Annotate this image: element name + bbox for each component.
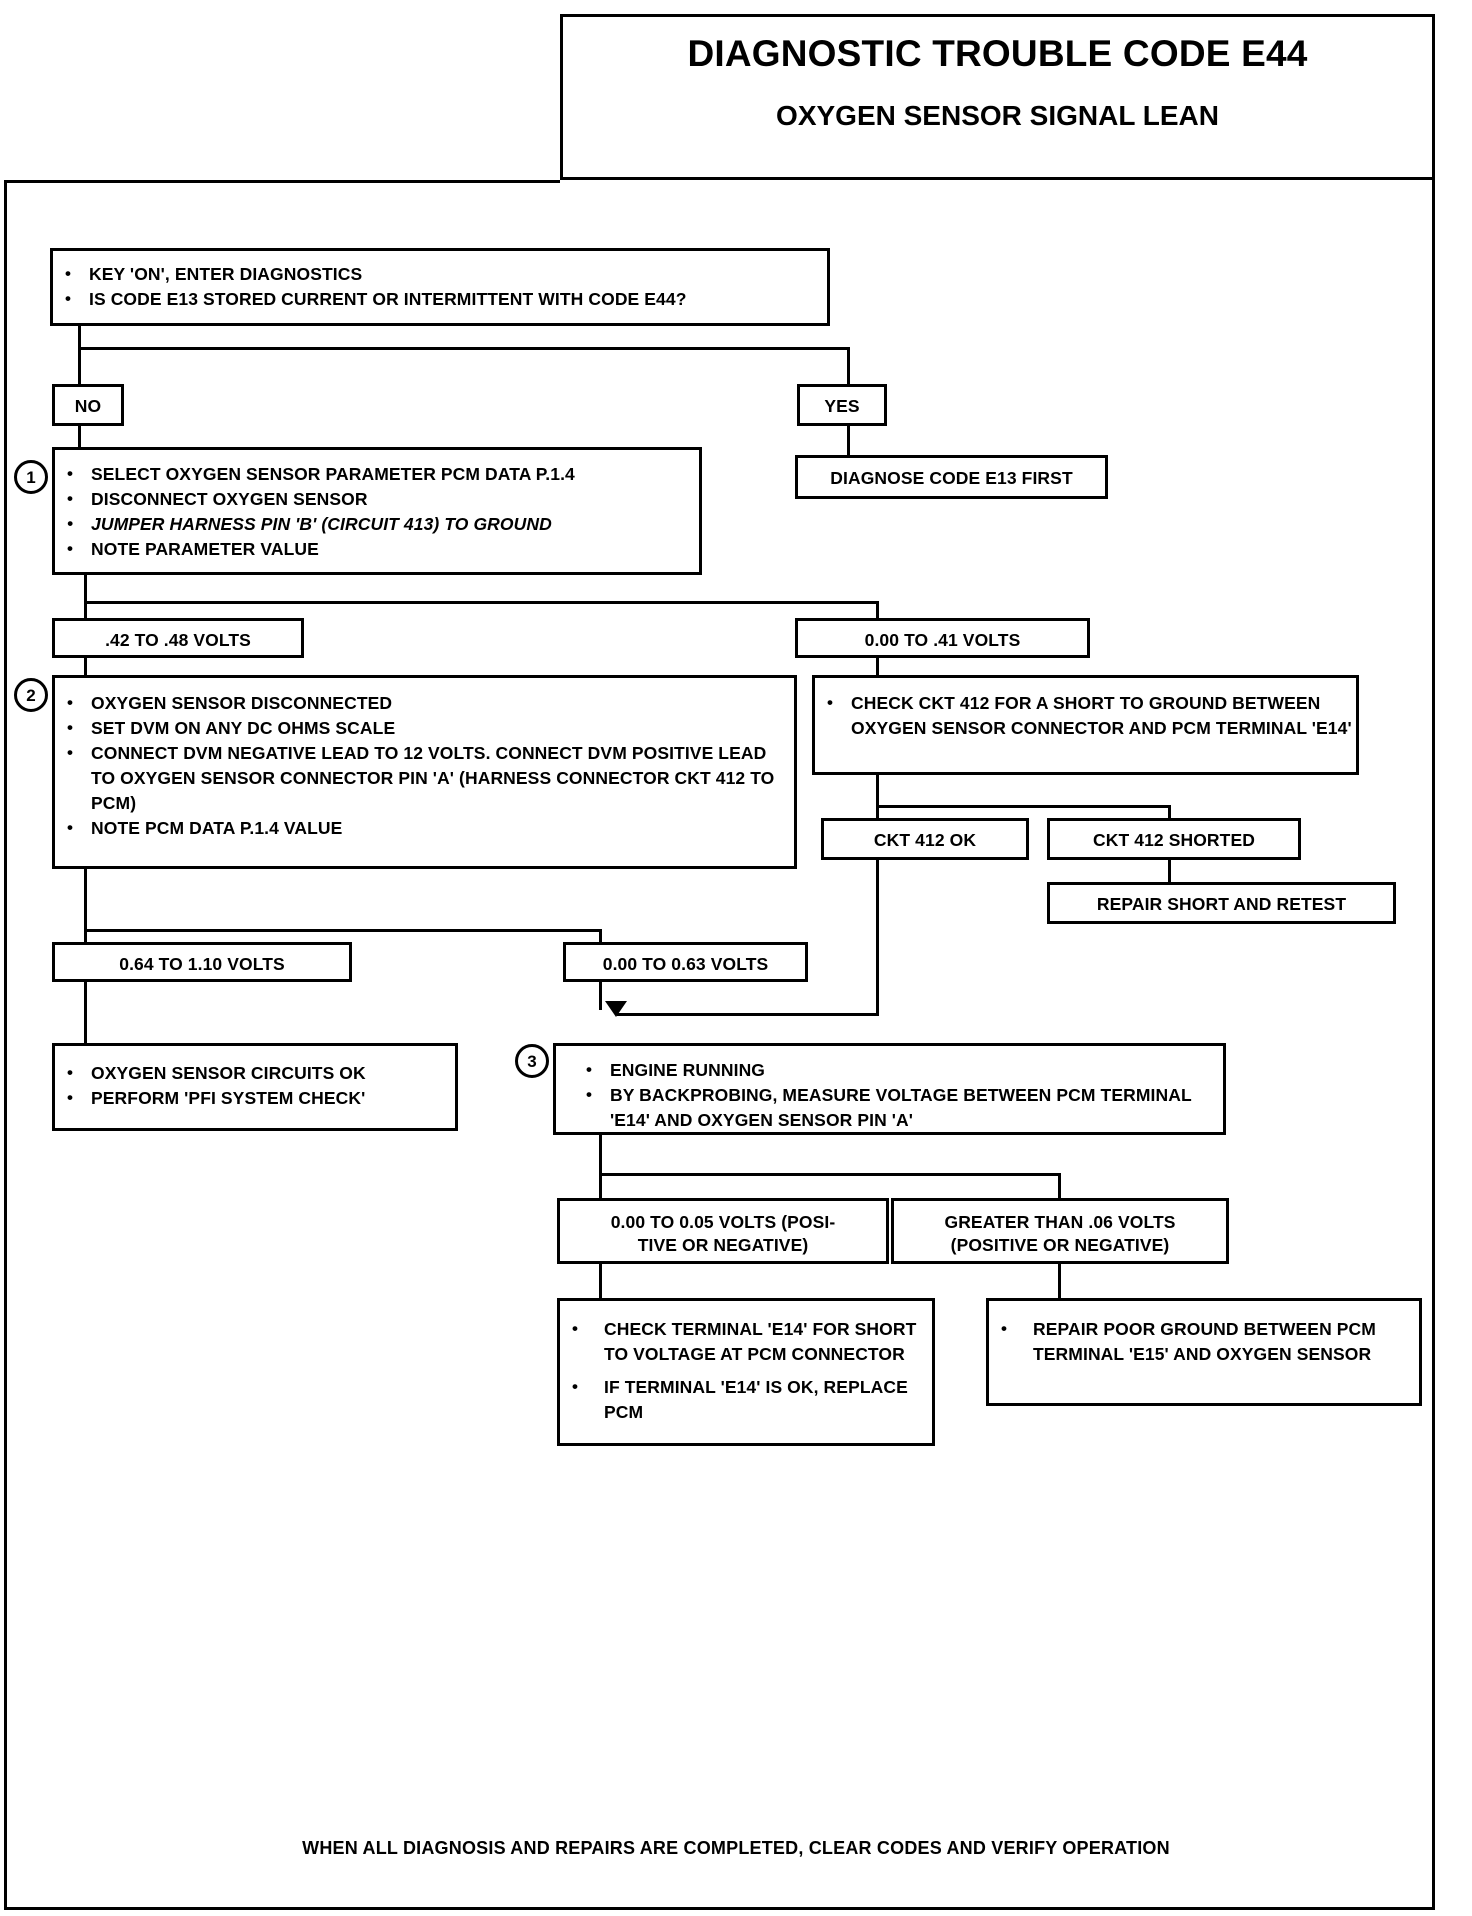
volts-42-48-text: .42 TO .48 VOLTS bbox=[105, 630, 251, 650]
connector bbox=[84, 929, 87, 951]
step1-item-1: SELECT OXYGEN SENSOR PARAMETER PCM DATA … bbox=[55, 461, 699, 487]
step2-item-4: NOTE PCM DATA P.1.4 VALUE bbox=[55, 815, 794, 841]
node-step3[interactable]: ENGINE RUNNING BY BACKPROBING, MEASURE V… bbox=[553, 1043, 1226, 1135]
step1-item-3: JUMPER HARNESS PIN 'B' (CIRCUIT 413) TO … bbox=[55, 511, 699, 537]
connector bbox=[847, 347, 850, 391]
repair-short-text: REPAIR SHORT AND RETEST bbox=[1096, 894, 1347, 914]
volts-000-005-text: 0.00 TO 0.05 VOLTS (POSI- TIVE OR NEGATI… bbox=[610, 1212, 836, 1255]
step-marker-1: 1 bbox=[14, 460, 48, 494]
node-repair-ground[interactable]: REPAIR POOR GROUND BETWEEN PCM TERMINAL … bbox=[986, 1298, 1422, 1406]
page-border-top-stub bbox=[4, 180, 560, 183]
node-circuits-ok[interactable]: OXYGEN SENSOR CIRCUITS OK PERFORM 'PFI S… bbox=[52, 1043, 458, 1131]
circuits-ok-item-1: OXYGEN SENSOR CIRCUITS OK bbox=[55, 1060, 455, 1086]
footer-note: WHEN ALL DIAGNOSIS AND REPAIRS ARE COMPL… bbox=[302, 1838, 1170, 1858]
diagnose-e13-text: DIAGNOSE CODE E13 FIRST bbox=[830, 468, 1073, 488]
connector bbox=[84, 601, 87, 625]
connector bbox=[78, 325, 81, 350]
connector bbox=[84, 980, 87, 1046]
start-item-1: KEY 'ON', ENTER DIAGNOSTICS bbox=[53, 261, 827, 287]
yes-label-text: YES bbox=[824, 396, 860, 416]
connector bbox=[876, 858, 879, 1016]
connector bbox=[84, 929, 602, 932]
repair-ground-item-1: REPAIR POOR GROUND BETWEEN PCM TERMINAL … bbox=[989, 1316, 1419, 1367]
connector bbox=[84, 867, 87, 932]
check-e14-item-2: IF TERMINAL 'E14' IS OK, REPLACE PCM bbox=[560, 1374, 932, 1425]
page-border-right bbox=[1432, 14, 1435, 1910]
node-diagnose-e13[interactable]: DIAGNOSE CODE E13 FIRST bbox=[795, 455, 1108, 499]
volts-greater-06-text: GREATER THAN .06 VOLTS (POSITIVE OR NEGA… bbox=[944, 1212, 1176, 1255]
connector bbox=[78, 347, 81, 391]
step1-item-4: NOTE PARAMETER VALUE bbox=[55, 536, 699, 562]
connector bbox=[599, 1173, 602, 1198]
volts-064-110-text: 0.64 TO 1.10 VOLTS bbox=[119, 954, 285, 974]
connector bbox=[84, 656, 87, 678]
connector bbox=[599, 1134, 602, 1176]
connector bbox=[876, 656, 879, 679]
title-box: DIAGNOSTIC TROUBLE CODE E44 OXYGEN SENSO… bbox=[560, 14, 1435, 180]
node-check-ckt412[interactable]: CHECK CKT 412 FOR A SHORT TO GROUND BETW… bbox=[812, 675, 1359, 775]
circuits-ok-item-2: PERFORM 'PFI SYSTEM CHECK' bbox=[55, 1085, 455, 1111]
no-label-text: NO bbox=[74, 396, 102, 416]
connector bbox=[1058, 1262, 1061, 1298]
step2-item-3: CONNECT DVM NEGATIVE LEAD TO 12 VOLTS. C… bbox=[55, 740, 794, 816]
node-step2[interactable]: OXYGEN SENSOR DISCONNECTED SET DVM ON AN… bbox=[52, 675, 797, 869]
step3-item-2: BY BACKPROBING, MEASURE VOLTAGE BETWEEN … bbox=[574, 1082, 1223, 1133]
start-item-2: IS CODE E13 STORED CURRENT OR INTERMITTE… bbox=[53, 286, 827, 312]
page-border-bottom bbox=[4, 1907, 1435, 1910]
node-repair-short[interactable]: REPAIR SHORT AND RETEST bbox=[1047, 882, 1396, 924]
connector bbox=[1168, 858, 1171, 884]
node-volts-000-005[interactable]: 0.00 TO 0.05 VOLTS (POSI- TIVE OR NEGATI… bbox=[557, 1198, 889, 1264]
volts-000-063-text: 0.00 TO 0.63 VOLTS bbox=[602, 954, 769, 974]
connector bbox=[78, 425, 81, 455]
node-yes-label[interactable]: YES bbox=[797, 384, 887, 426]
connector bbox=[1168, 805, 1171, 827]
node-ckt412-shorted[interactable]: CKT 412 SHORTED bbox=[1047, 818, 1301, 860]
step1-item-2: DISCONNECT OXYGEN SENSOR bbox=[55, 486, 699, 512]
node-volts-000-41[interactable]: 0.00 TO .41 VOLTS bbox=[795, 618, 1090, 658]
node-no-label[interactable]: NO bbox=[52, 384, 124, 426]
step-marker-2: 2 bbox=[14, 678, 48, 712]
step-marker-3: 3 bbox=[515, 1044, 549, 1078]
connector bbox=[599, 929, 602, 951]
connector bbox=[876, 805, 1171, 808]
node-step1[interactable]: SELECT OXYGEN SENSOR PARAMETER PCM DATA … bbox=[52, 447, 702, 575]
arrow-into-step3 bbox=[605, 1001, 627, 1017]
page-subtitle: OXYGEN SENSOR SIGNAL LEAN bbox=[776, 100, 1219, 131]
node-ckt412-ok[interactable]: CKT 412 OK bbox=[821, 818, 1029, 860]
node-check-e14[interactable]: CHECK TERMINAL 'E14' FOR SHORT TO VOLTAG… bbox=[557, 1298, 935, 1446]
connector bbox=[78, 347, 850, 350]
connector bbox=[1058, 1173, 1061, 1198]
node-volts-greater-06[interactable]: GREATER THAN .06 VOLTS (POSITIVE OR NEGA… bbox=[891, 1198, 1229, 1264]
node-volts-000-063[interactable]: 0.00 TO 0.63 VOLTS bbox=[563, 942, 808, 982]
step3-item-1: ENGINE RUNNING bbox=[574, 1057, 1223, 1083]
volts-000-41-text: 0.00 TO .41 VOLTS bbox=[864, 630, 1021, 650]
connector bbox=[84, 574, 87, 604]
connector bbox=[599, 980, 602, 1010]
ckt412-ok-text: CKT 412 OK bbox=[873, 830, 977, 850]
check-ckt412-item-1: CHECK CKT 412 FOR A SHORT TO GROUND BETW… bbox=[815, 690, 1356, 741]
connector bbox=[876, 773, 879, 808]
connector bbox=[599, 1262, 602, 1300]
connector bbox=[599, 1173, 1061, 1176]
connector bbox=[84, 601, 879, 604]
step2-item-1: OXYGEN SENSOR DISCONNECTED bbox=[55, 690, 794, 716]
node-volts-064-110[interactable]: 0.64 TO 1.10 VOLTS bbox=[52, 942, 352, 982]
ckt412-shorted-text: CKT 412 SHORTED bbox=[1093, 830, 1255, 850]
node-start[interactable]: KEY 'ON', ENTER DIAGNOSTICS IS CODE E13 … bbox=[50, 248, 830, 326]
connector bbox=[876, 805, 879, 827]
check-e14-item-1: CHECK TERMINAL 'E14' FOR SHORT TO VOLTAG… bbox=[560, 1316, 932, 1367]
step2-item-2: SET DVM ON ANY DC OHMS SCALE bbox=[55, 715, 794, 741]
connector bbox=[847, 425, 850, 457]
connector bbox=[876, 601, 879, 625]
page-border-left bbox=[4, 180, 7, 1910]
node-volts-42-48[interactable]: .42 TO .48 VOLTS bbox=[52, 618, 304, 658]
page-title: DIAGNOSTIC TROUBLE CODE E44 bbox=[687, 33, 1308, 74]
connector bbox=[617, 1013, 879, 1016]
